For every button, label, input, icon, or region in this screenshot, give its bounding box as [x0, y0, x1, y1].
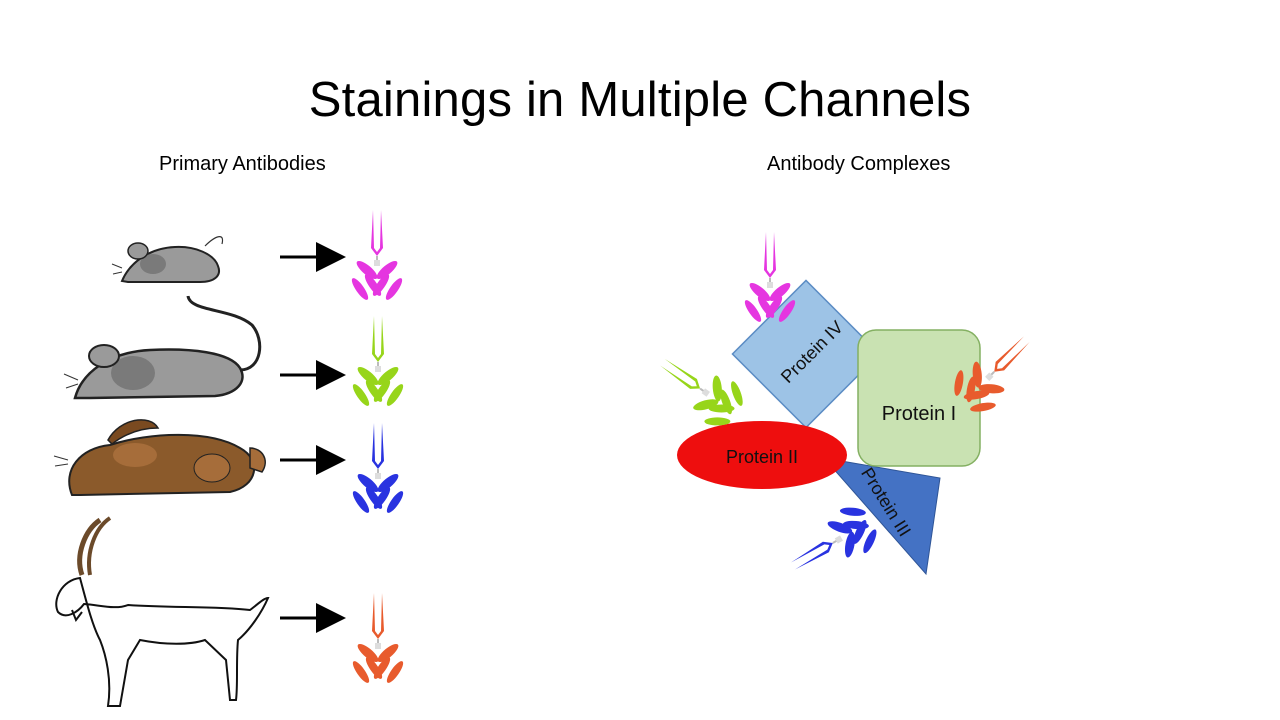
antibody-green — [349, 315, 407, 409]
antibody-magenta — [348, 209, 406, 303]
rabbit-icon — [53, 419, 266, 496]
slide-title: Stainings in Multiple Channels — [308, 73, 972, 127]
primary-antibodies-heading: Primary Antibodies — [159, 153, 326, 175]
protein-ii-shape: Protein II — [677, 421, 847, 489]
goat-icon — [55, 516, 270, 707]
antibody-orange — [349, 592, 407, 686]
protein-ii-label: Protein II — [726, 447, 798, 467]
complex-antibody-magenta — [741, 231, 799, 325]
protein-i-shape: Protein I — [857, 329, 981, 467]
antibody-blue — [349, 422, 407, 516]
antibody-complexes-heading: Antibody Complexes — [767, 153, 951, 175]
rat-icon — [63, 295, 262, 400]
mouse-icon — [111, 236, 224, 283]
protein-i-label: Protein I — [882, 403, 956, 425]
protein-iii-shape: Protein III — [822, 457, 941, 576]
